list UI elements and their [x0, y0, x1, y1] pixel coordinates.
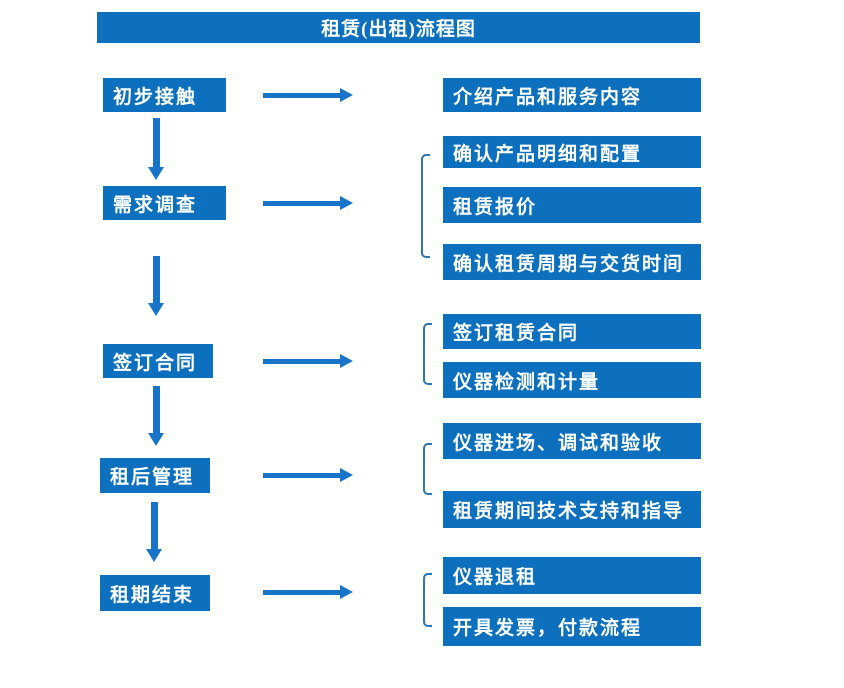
down-arrow-icon-4 — [146, 502, 163, 562]
bracket-rental-end-group — [423, 573, 432, 627]
output-box-introduce-products: 介绍产品和服务内容 — [443, 78, 701, 112]
stage-box-rental-end: 租期结束 — [100, 575, 210, 611]
output-box-technical-support: 租赁期间技术支持和指导 — [443, 491, 701, 528]
stage-box-post-rental-management: 租后管理 — [100, 458, 210, 493]
bracket-demand-survey-group — [421, 154, 430, 258]
down-arrow-icon-2 — [148, 256, 165, 316]
output-box-instrument-setup-acceptance: 仪器进场、调试和验收 — [443, 423, 701, 459]
output-box-sign-rental-contract: 签订租赁合同 — [443, 314, 701, 349]
down-arrow-icon-3 — [148, 386, 165, 446]
right-arrow-icon-3 — [263, 354, 353, 368]
right-arrow-icon-1 — [263, 88, 353, 102]
output-box-invoice-payment: 开具发票，付款流程 — [443, 607, 701, 646]
right-arrow-icon-4 — [263, 468, 353, 482]
right-arrow-icon-5 — [263, 585, 353, 599]
output-box-rental-quotation: 租赁报价 — [443, 187, 701, 223]
stage-box-initial-contact: 初步接触 — [103, 78, 226, 112]
bracket-post-rental-group — [423, 443, 432, 495]
output-box-instrument-testing: 仪器检测和计量 — [443, 362, 701, 398]
bracket-sign-contract-group — [423, 323, 432, 385]
stage-box-sign-contract: 签订合同 — [103, 344, 213, 378]
output-box-confirm-product-details: 确认产品明细和配置 — [443, 136, 701, 168]
output-box-instrument-return: 仪器退租 — [443, 557, 701, 594]
right-arrow-icon-2 — [263, 196, 353, 210]
flowchart-title: 租赁(出租)流程图 — [97, 12, 700, 43]
down-arrow-icon-1 — [148, 118, 165, 180]
stage-box-demand-survey: 需求调查 — [103, 186, 226, 220]
output-box-confirm-rental-period: 确认租赁周期与交货时间 — [443, 244, 701, 280]
